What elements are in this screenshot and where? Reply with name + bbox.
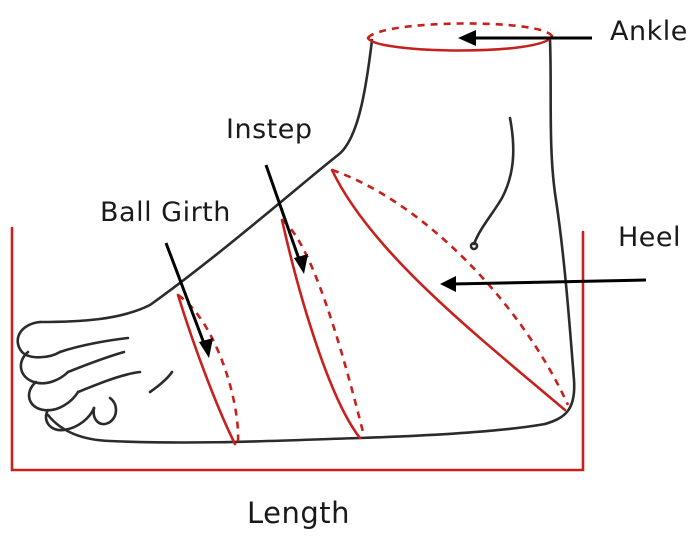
- ball-girth-arrow: [164, 242, 213, 358]
- length-label: Length: [247, 496, 351, 530]
- ankle-arrow: [458, 30, 592, 46]
- heel-arrow: [440, 276, 647, 292]
- instep-arrow: [264, 164, 308, 274]
- instep-label: Instep: [226, 114, 313, 145]
- ankle-measurement: [366, 22, 554, 52]
- instep-measurement: [280, 218, 366, 440]
- ball-girth-measurement: [176, 293, 240, 446]
- heel-measurement: [330, 168, 570, 412]
- ball-girth-label: Ball Girth: [100, 197, 231, 228]
- heel-label: Heel: [618, 222, 682, 253]
- foot-outline: [16, 38, 576, 444]
- length-measurement-box: [10, 226, 585, 472]
- ankle-label: Ankle: [610, 16, 688, 47]
